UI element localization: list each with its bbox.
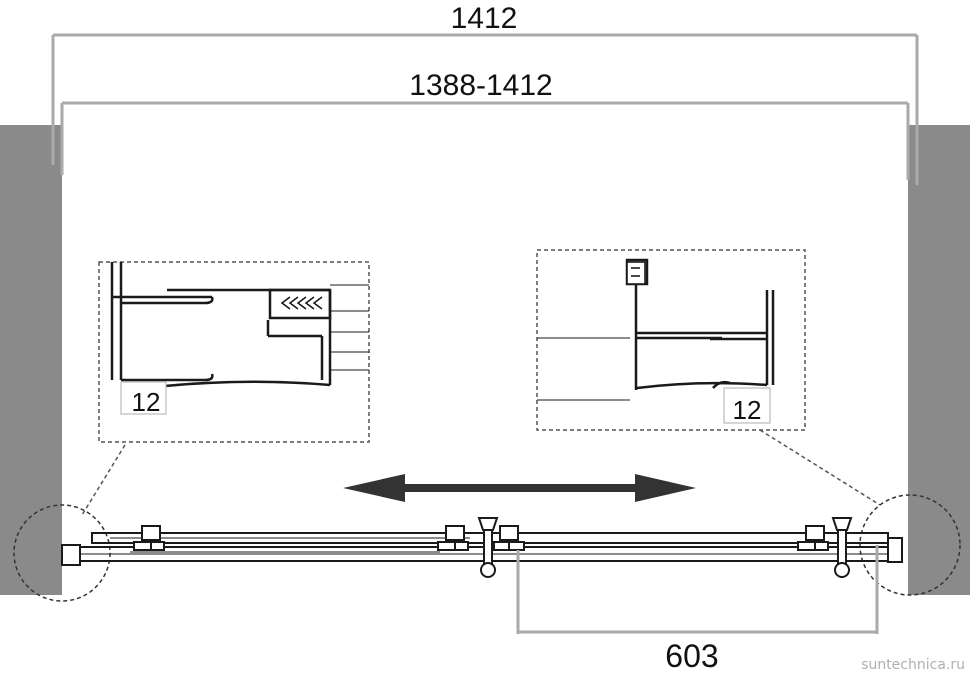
- door-handle-right: [831, 517, 853, 578]
- right-detail-leader: [759, 429, 881, 506]
- left-detail-leader: [81, 444, 126, 516]
- roller-bracket-3: [493, 525, 525, 551]
- door-opening-label: 603: [665, 638, 718, 674]
- watermark-text: suntechnica.ru: [861, 657, 965, 673]
- double-arrow-icon: [343, 474, 696, 502]
- adjustment-range-dimension: [60, 101, 910, 180]
- roller-bracket-2: [437, 525, 469, 551]
- right-gap-label: 12: [733, 395, 762, 425]
- door-handle-left: [477, 517, 499, 578]
- right-detail-circle: [859, 494, 961, 596]
- left-gap-label: 12: [132, 387, 161, 417]
- right-wall: [908, 125, 970, 595]
- right-detail-view: 12: [536, 249, 806, 431]
- right-gap-callout: [723, 387, 771, 424]
- door-opening-dimension: [516, 545, 879, 634]
- door-assembly-plan: [61, 532, 903, 566]
- left-detail-view: 12: [98, 261, 370, 443]
- brush-seal-icon: [280, 296, 323, 310]
- overall-width-dimension: [51, 33, 919, 185]
- roller-bracket-1: [133, 525, 165, 551]
- overall-width-label: 1412: [451, 2, 518, 35]
- left-wall: [0, 125, 62, 595]
- right-detail-frame: [536, 249, 806, 431]
- left-gap-callout: [120, 381, 167, 415]
- adjustment-range-label: 1388-1412: [409, 69, 552, 102]
- roller-bracket-4: [797, 525, 829, 551]
- left-detail-circle: [13, 504, 111, 602]
